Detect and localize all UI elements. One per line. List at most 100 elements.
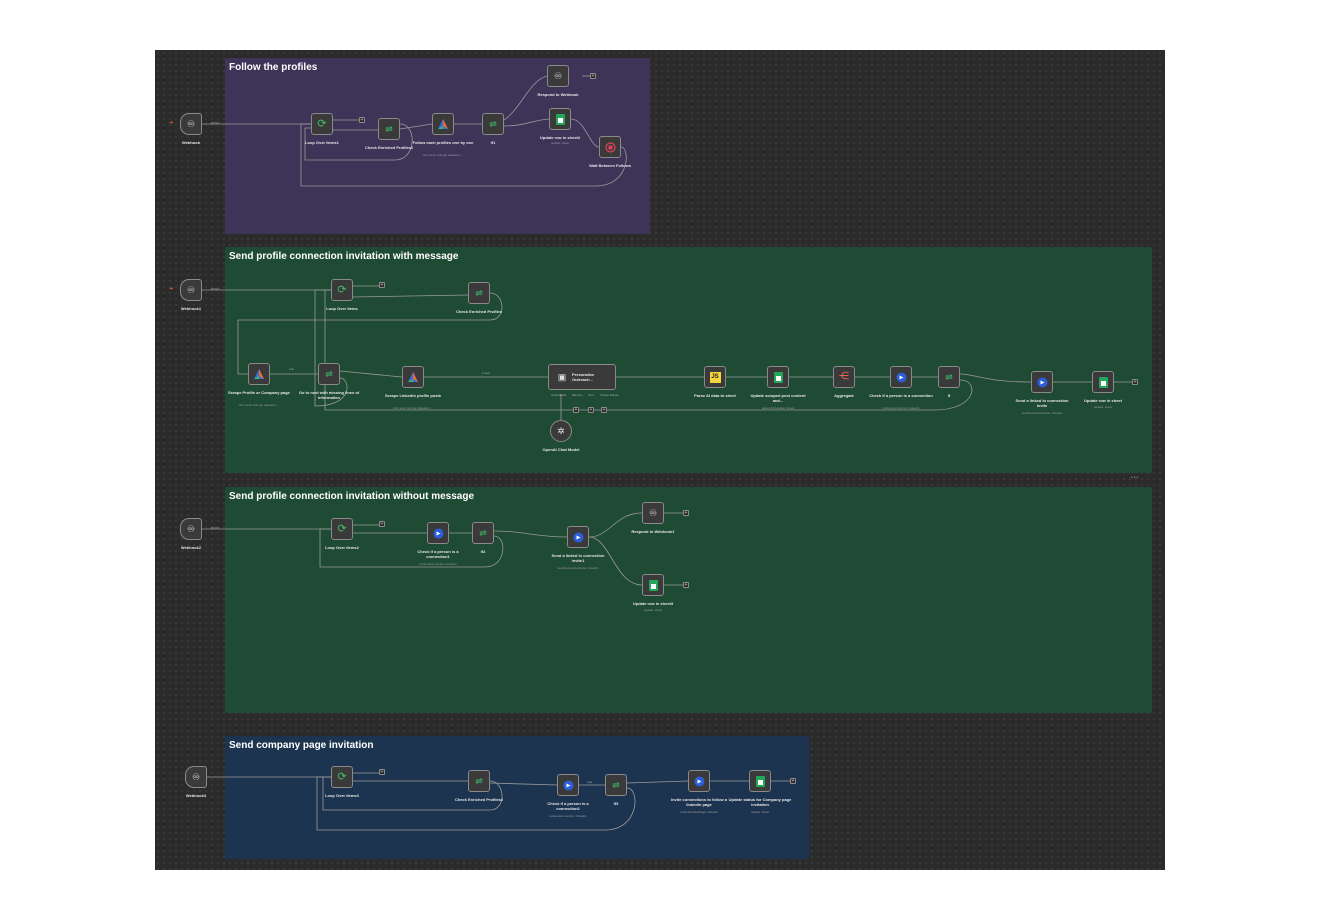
connection-wire[interactable] <box>588 536 643 586</box>
add-node-button[interactable]: + <box>379 282 385 288</box>
if-icon: ⇌ <box>479 527 487 538</box>
node-if[interactable]: ⇌ <box>938 366 960 388</box>
agent-port-chat-model: Chat Model <box>551 393 567 397</box>
add-subnode-button[interactable]: + <box>601 407 607 413</box>
workflow-canvas[interactable]: Follow the profiles Send profile connect… <box>155 50 1165 870</box>
node-label: Check Enriched Profiles2 <box>454 797 504 802</box>
node-check-if-connection1[interactable] <box>427 522 449 544</box>
node-update-row-in-sheet3[interactable] <box>642 574 664 596</box>
add-node-button[interactable]: + <box>1132 379 1138 385</box>
connection-wire[interactable] <box>489 782 558 786</box>
sheets-icon <box>771 370 785 384</box>
node-respond-to-webhook[interactable]: ♾ <box>547 65 569 87</box>
wire-label-item-count: 1 item <box>482 371 491 375</box>
node-subtitle: Run actor and get dataset it... <box>393 406 433 410</box>
connection-wire[interactable] <box>503 75 548 121</box>
add-node-button[interactable]: + <box>359 117 365 123</box>
node-follow-each-profile[interactable] <box>432 113 454 135</box>
connection-wire[interactable] <box>314 289 348 407</box>
agent-icon: ▣ <box>557 371 567 382</box>
add-node-button[interactable]: + <box>683 582 689 588</box>
connection-wire[interactable] <box>588 512 643 538</box>
node-loop-over-items3[interactable]: ⟳ <box>331 766 353 788</box>
connection-wire[interactable] <box>503 118 550 127</box>
node-subtitle: inviteToFollowPage: linkedIn <box>680 810 718 814</box>
connection-wire[interactable] <box>493 530 568 538</box>
connection-wire[interactable] <box>570 118 600 148</box>
node-loop-over-items2[interactable]: ⟳ <box>331 518 353 540</box>
connections-layer <box>202 75 1132 831</box>
node-invite-to-follow-page[interactable] <box>688 770 710 792</box>
connection-wire[interactable] <box>304 123 413 161</box>
connection-wire[interactable] <box>352 294 469 298</box>
connection-wire[interactable] <box>300 123 627 187</box>
filter-icon: ⇌ <box>475 775 483 786</box>
node-loop-over-items[interactable]: ⟳ <box>331 279 353 301</box>
node-check-enriched-profiles2[interactable]: ⇌ <box>468 770 490 792</box>
node-webhook[interactable]: ♾ <box>180 113 202 135</box>
node-webhook2[interactable]: ♾ <box>180 518 202 540</box>
apify-icon <box>406 370 420 384</box>
node-scrape-linkedin-posts[interactable] <box>402 366 424 388</box>
wire-label-true: true <box>289 367 295 371</box>
add-subnode-button[interactable]: + <box>588 407 594 413</box>
trigger-indicator-icon: ➜ <box>169 120 174 126</box>
node-webhook3[interactable]: ♾ <box>185 766 207 788</box>
sticky-follow-the-profiles[interactable]: Follow the profiles <box>225 58 650 234</box>
node-label: Aggregate <box>834 393 854 398</box>
node-personalize-outreach[interactable]: ▣ Personalize Outreach... <box>548 364 616 390</box>
add-node-button[interactable]: + <box>683 510 689 516</box>
node-subtitle: update: sheet <box>643 608 663 612</box>
node-subtitle: sendConnectionInvite: linkedIn <box>1021 411 1063 415</box>
node-subtitle: appendOrUpdate: sheet <box>761 406 795 410</box>
node-if1[interactable]: ⇌ <box>482 113 504 135</box>
node-respond-to-webhook1[interactable]: ♾ <box>642 502 664 524</box>
node-check-if-connection[interactable] <box>890 366 912 388</box>
connection-wire[interactable] <box>626 780 689 784</box>
node-update-row-in-sheet2[interactable] <box>549 108 571 130</box>
node-update-status-company[interactable] <box>749 770 771 792</box>
node-webhook1[interactable]: ♾ <box>180 279 202 301</box>
node-go-to-next-missing[interactable]: ⇌ <box>318 363 340 385</box>
node-subtitle: Run actor and get dataset it... <box>423 153 463 157</box>
node-update-row-in-sheet[interactable] <box>1092 371 1114 393</box>
node-if3[interactable]: ⇌ <box>605 774 627 796</box>
loop-icon: ⟳ <box>337 522 347 535</box>
node-if2[interactable]: ⇌ <box>472 522 494 544</box>
connection-wire[interactable] <box>324 289 973 411</box>
node-update-scraped-post[interactable] <box>767 366 789 388</box>
add-node-button[interactable]: + <box>790 778 796 784</box>
linkedin-icon <box>571 530 585 544</box>
connection-wire[interactable] <box>959 373 1032 383</box>
node-loop-over-items1[interactable]: ⟳ <box>311 113 333 135</box>
add-node-button[interactable]: + <box>379 521 385 527</box>
connection-wire[interactable] <box>319 528 504 568</box>
node-openai-chat-model[interactable]: ✲ <box>550 420 572 442</box>
trigger-indicator-icon: ➜ <box>169 286 174 292</box>
node-check-enriched-profiles1[interactable]: ⇌ <box>378 118 400 140</box>
node-aggregate[interactable]: ⋲ <box>833 366 855 388</box>
sticky-company-page[interactable]: Send company page invitation <box>225 736 809 859</box>
connection-wire[interactable] <box>237 292 503 375</box>
node-send-linkedin-invite[interactable] <box>1031 371 1053 393</box>
webhook-icon: ♾ <box>186 118 196 129</box>
node-check-if-connection2[interactable] <box>557 774 579 796</box>
if-icon: ⇌ <box>945 371 953 382</box>
node-label: Loop Over Items1 <box>305 140 339 145</box>
connection-wire[interactable] <box>316 776 636 831</box>
node-label: Invite connections to follow a linkedin … <box>670 797 727 807</box>
node-parse-ai-data[interactable]: JS <box>704 366 726 388</box>
node-scrape-profile-or-company[interactable] <box>248 363 270 385</box>
node-check-enriched-profiles[interactable]: ⇌ <box>468 282 490 304</box>
add-node-button[interactable]: + <box>379 769 385 775</box>
node-label: Send a linked in connection invite1 <box>551 553 605 563</box>
agent-port-tool: Tool <box>588 393 594 397</box>
node-send-linkedin-invite1[interactable] <box>567 526 589 548</box>
node-label: Parse AI data to sheet <box>694 393 736 398</box>
connection-wire[interactable] <box>339 370 403 378</box>
canvas-handle-icon[interactable]: ••• <box>1131 475 1140 481</box>
add-node-button[interactable]: + <box>590 73 596 79</box>
add-subnode-button[interactable]: + <box>573 407 579 413</box>
node-wait-between-follows[interactable] <box>599 136 621 158</box>
connection-wire[interactable] <box>399 123 433 130</box>
